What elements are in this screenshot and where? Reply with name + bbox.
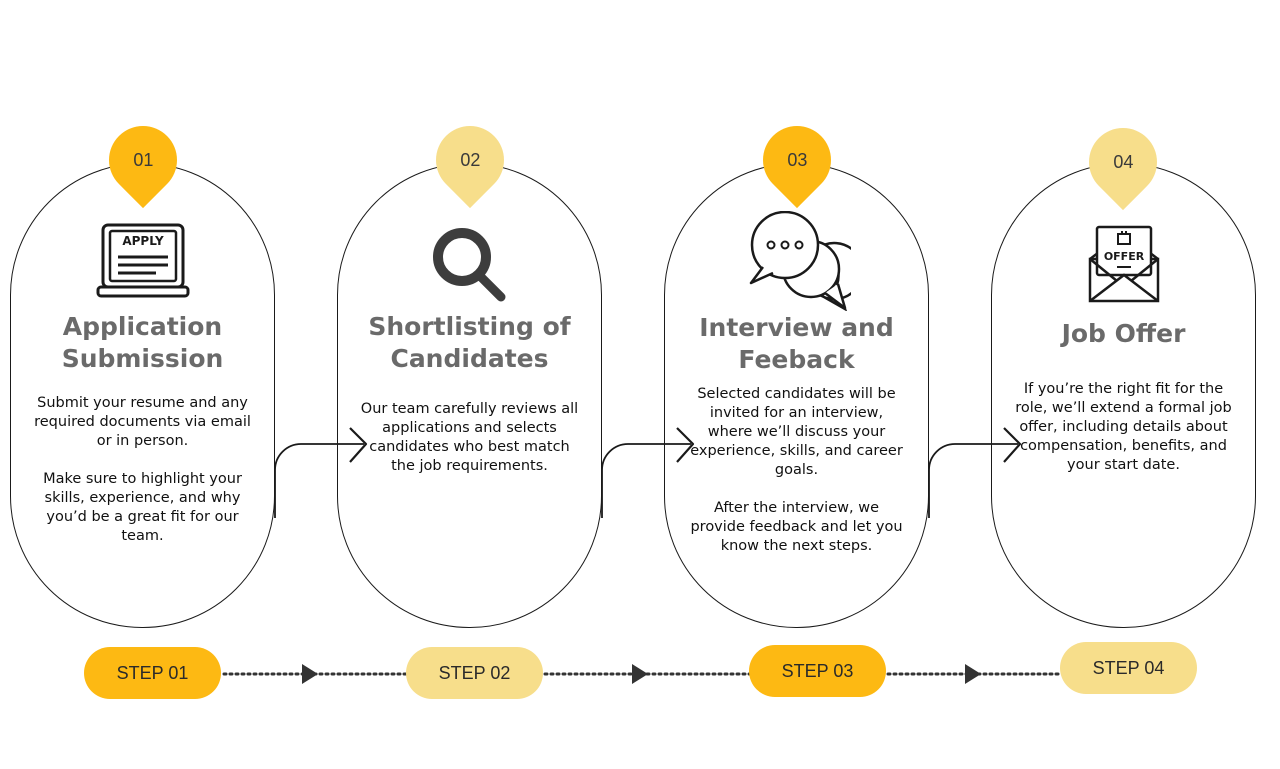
step-card-2: Shortlisting of Candidates Our team care… — [337, 163, 602, 628]
apply-laptop-icon: APPLY — [96, 223, 190, 298]
magnifier-icon — [433, 228, 506, 302]
step-desc-4: If you’re the right fit for the role, we… — [1014, 380, 1233, 475]
step-desc-3: Selected candidates will be invited for … — [687, 385, 906, 556]
step-desc-1: Submit your resume and any required docu… — [33, 394, 252, 546]
step-pill-3: STEP 03 — [749, 645, 886, 697]
step-title-4: Job Offer — [1061, 319, 1186, 348]
step-title-2: Shortlisting of Candidates — [368, 312, 571, 373]
step-desc-1-para-2: Make sure to highlight your skills, expe… — [43, 471, 242, 544]
step-desc-2-para-1: Our team carefully reviews all applicati… — [360, 401, 579, 474]
step-title-1: Application Submission — [61, 312, 224, 373]
step-desc-4-para-1: If you’re the right fit for the role, we… — [1015, 381, 1232, 473]
apply-icon-label: APPLY — [122, 234, 164, 248]
step-desc-1-para-1: Submit your resume and any required docu… — [34, 395, 251, 449]
chat-bubbles-icon — [749, 211, 851, 311]
step-desc-3-para-2: After the interview, we provide feedback… — [690, 500, 903, 554]
connector-arrow-3-4 — [928, 427, 1022, 518]
timeline-arrow-2 — [632, 664, 648, 684]
step-pill-1: STEP 01 — [84, 647, 221, 699]
step-desc-2: Our team carefully reviews all applicati… — [360, 400, 579, 476]
timeline-arrow-1 — [302, 664, 318, 684]
step-title-3: Interview and Feeback — [699, 313, 894, 374]
step-desc-3-para-1: Selected candidates will be invited for … — [690, 386, 903, 478]
step-pill-4: STEP 04 — [1060, 642, 1197, 694]
step-card-3: Interview and Feeback Selected candidate… — [664, 163, 929, 628]
connector-arrow-1-2 — [274, 427, 368, 518]
offer-icon-label: OFFER — [1104, 250, 1145, 263]
step-number-4: 04 — [1112, 151, 1134, 172]
step-number-1: 01 — [132, 149, 154, 170]
offer-envelope-icon: OFFER — [1088, 225, 1160, 303]
timeline-dotted-line — [222, 664, 1062, 684]
step-number-2: 02 — [459, 149, 481, 170]
step-number-3: 03 — [786, 149, 808, 170]
step-card-4: OFFER Job Offer If you’re the right fit … — [991, 163, 1256, 628]
step-card-1: APPLY Application Submission Submit your… — [10, 163, 275, 628]
step-pill-2: STEP 02 — [406, 647, 543, 699]
connector-arrow-2-3 — [601, 427, 695, 518]
timeline-arrow-3 — [965, 664, 981, 684]
